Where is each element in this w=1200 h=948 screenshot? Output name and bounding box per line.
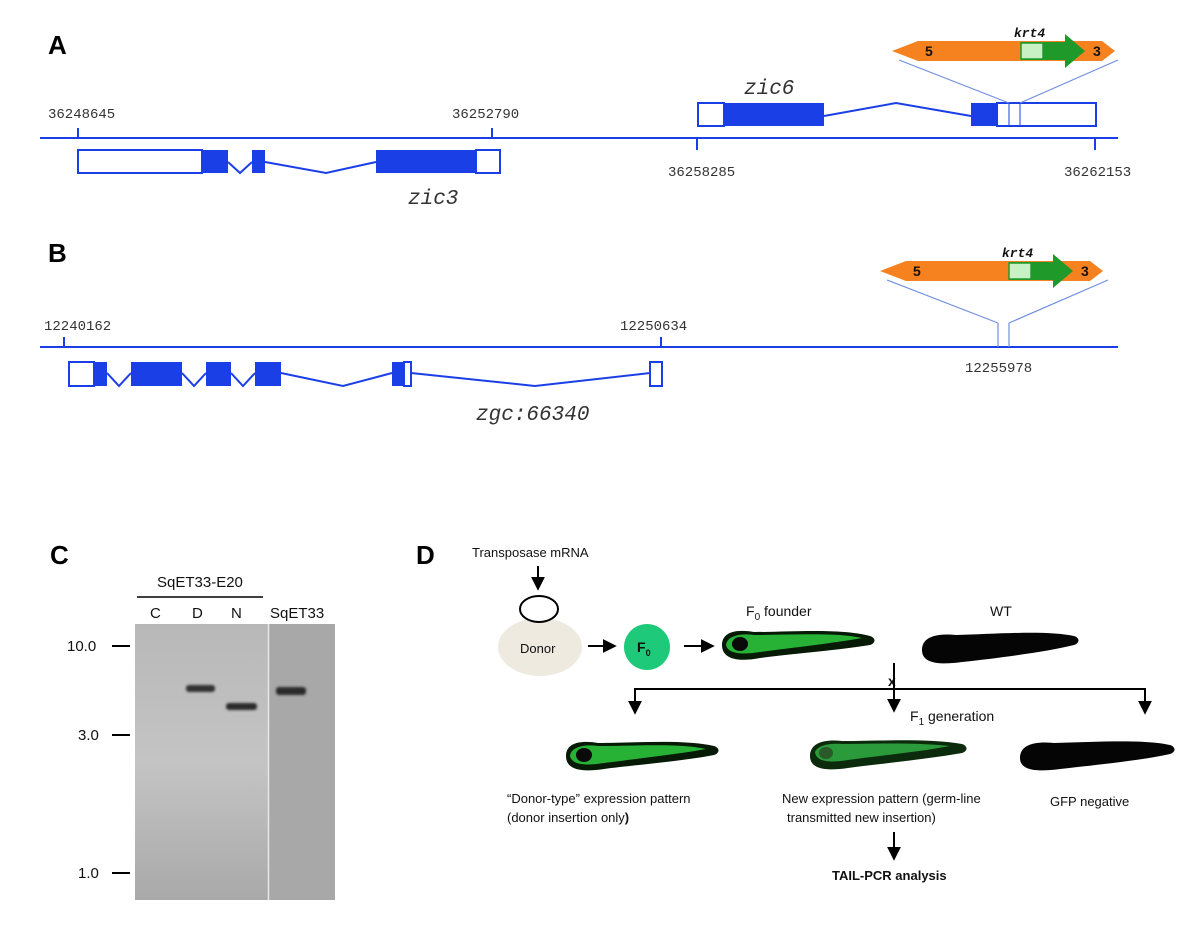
wt-label: WT (990, 603, 1012, 619)
cassette-5-end: 5 (913, 263, 921, 279)
insertion-line (886, 279, 999, 324)
f0-embryo (624, 624, 670, 670)
coord-label: 36262153 (1064, 165, 1131, 181)
lane-label: N (231, 605, 242, 622)
panel-c-letter: C (50, 540, 69, 570)
gel-blot (135, 624, 268, 900)
gfp-negative-caption: GFP negative (1050, 794, 1129, 809)
band-n (226, 703, 257, 710)
cassette-3-end: 3 (1081, 263, 1089, 279)
gene-label-zgc66340: zgc:66340 (476, 404, 589, 427)
band-d (186, 685, 215, 692)
marker-label: 3.0 (78, 727, 99, 744)
coord-label: 12255978 (965, 361, 1032, 377)
donor-label: Donor (520, 641, 556, 656)
panel-c: C SqET33-E20 C D N SqET33 10.0 3.0 1.0 (50, 540, 335, 900)
tail-pcr-label: TAIL-PCR analysis (832, 868, 947, 883)
gel-blot-control (269, 624, 335, 900)
panel-a: A 36248645 36252790 36258285 36262153 zi… (40, 26, 1131, 211)
donor-type-caption-line1: “Donor-type” expression pattern (507, 791, 691, 806)
insertion-line (1008, 279, 1109, 324)
new-pattern-larva-image (810, 740, 967, 770)
gene-model-zic6 (697, 101, 1097, 127)
cross-symbol: x (888, 673, 896, 689)
f0-circle-label: F0 (637, 639, 651, 658)
gene-model-zic3 (77, 149, 501, 175)
lane-label: D (192, 605, 203, 622)
new-pattern-caption-line1: New expression pattern (germ-line (782, 791, 981, 806)
cassette-label: krt4 (1014, 26, 1045, 41)
panel-b-letter: B (48, 238, 67, 268)
injection-cell (519, 595, 559, 623)
transposon-cassette-b: krt4 5 3 (880, 246, 1103, 288)
f1-generation-label: F1 generation (910, 708, 994, 728)
panel-a-letter: A (48, 30, 67, 60)
donor-type-larva-image (566, 741, 719, 771)
coord-label: 36258285 (668, 165, 735, 181)
donor-embryo (498, 618, 582, 676)
donor-type-caption-line2: (donor insertion only) (507, 810, 629, 825)
panel-b: B 12240162 12250634 12255978 zgc:66340 (40, 238, 1118, 427)
gene-model-zgc66340 (68, 361, 663, 388)
insertion-line (898, 59, 1010, 104)
coord-label: 36252790 (452, 107, 519, 123)
founder-larva-image (722, 630, 875, 660)
gfp-negative-larva-image (1020, 741, 1175, 771)
marker-label: 1.0 (78, 865, 99, 882)
cassette-label: krt4 (1002, 246, 1033, 261)
cassette-3-end: 3 (1093, 43, 1101, 59)
lane-label-control: SqET33 (270, 605, 324, 622)
insertion-line (1019, 59, 1119, 104)
cassette-5-end: 5 (925, 43, 933, 59)
transposon-cassette-a: krt4 5 3 (892, 26, 1115, 68)
gel-group-label: SqET33-E20 (157, 574, 243, 591)
band-sqet33 (276, 687, 306, 695)
coord-label: 12250634 (620, 319, 687, 335)
f0-founder-label: F0 founder (746, 603, 812, 623)
wt-larva-image (922, 632, 1079, 664)
coord-label: 12240162 (44, 319, 111, 335)
marker-label: 10.0 (67, 638, 96, 655)
gel-bands (186, 685, 306, 710)
coord-label: 36248645 (48, 107, 115, 123)
new-pattern-caption-line2: transmitted new insertion) (787, 810, 936, 825)
transposase-mrna-label: Transposase mRNA (472, 545, 589, 560)
gene-label-zic6: zic6 (744, 78, 794, 101)
panel-d-letter: D (416, 540, 435, 570)
lane-label: C (150, 605, 161, 622)
gene-label-zic3: zic3 (408, 188, 458, 211)
panel-d: D Transposase mRNA Donor F0 F0 founder W… (416, 540, 1175, 883)
